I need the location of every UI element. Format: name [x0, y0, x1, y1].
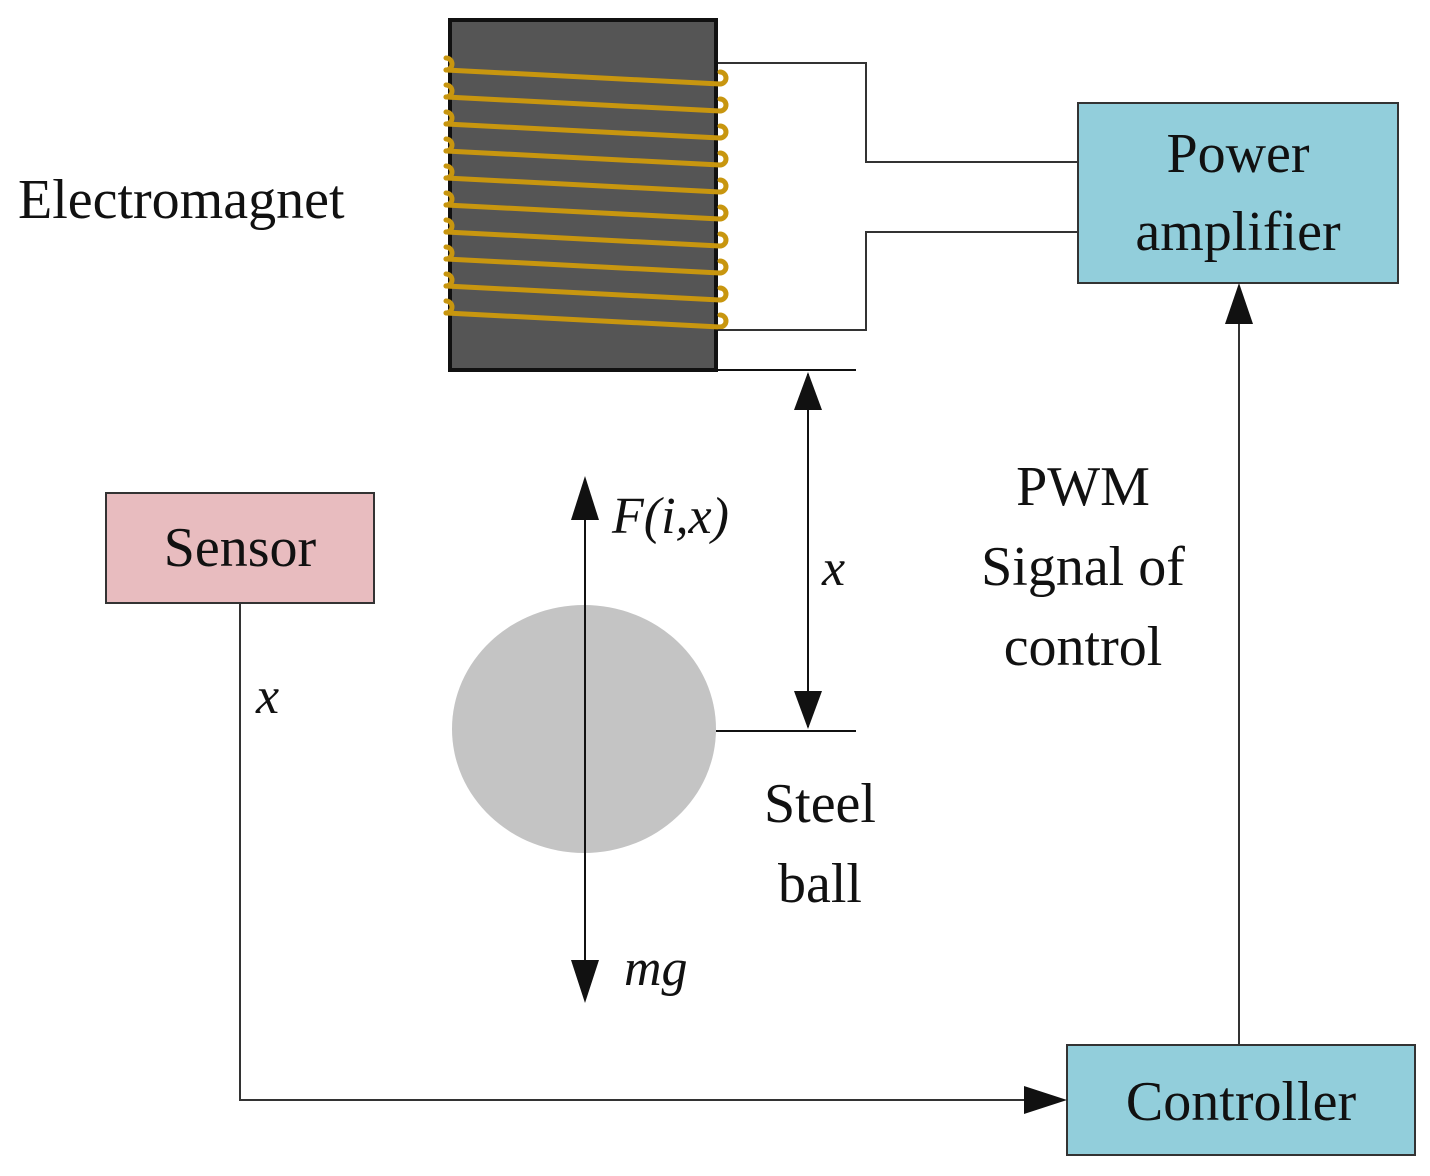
coil-loop-left [443, 163, 455, 181]
coil-loop-left [443, 190, 455, 208]
coil-loop-left [443, 82, 455, 100]
sensor-label: Sensor [164, 517, 317, 579]
coil-loop-left [443, 217, 455, 235]
electromagnet-coil [443, 55, 729, 330]
electromagnet-label: Electromagnet [18, 169, 345, 231]
sensor-to-controller-arrow [239, 603, 1067, 1114]
coil-turn [443, 202, 723, 222]
controller-box [1066, 1044, 1416, 1156]
coil-loop-left [443, 55, 455, 73]
controller-to-amplifier-arrow [1225, 283, 1253, 1045]
force-label: F(i,x) [611, 488, 729, 545]
coil-loop-left [443, 244, 455, 262]
power-amplifier-label-line2: amplifier [1135, 201, 1341, 263]
coil-turn [443, 121, 723, 141]
coil-loop-right [717, 285, 729, 303]
coil-wire-bottom [718, 231, 1078, 331]
gap-label: x [821, 540, 845, 597]
coil-turn [443, 310, 723, 330]
steel-ball-label-line1: Steel [764, 773, 876, 835]
weight-label: mg [624, 940, 688, 997]
coil-loop-right [717, 312, 729, 330]
coil-turn [443, 283, 723, 303]
coil-loop-right [717, 204, 729, 222]
coil-loop-right [717, 123, 729, 141]
coil-loop-left [443, 298, 455, 316]
coil-loop-left [443, 109, 455, 127]
coil-turn [443, 67, 723, 87]
coil-turn [443, 229, 723, 249]
coil-loop-right [717, 150, 729, 168]
controller-label: Controller [1126, 1071, 1357, 1133]
coil-loop-right [717, 96, 729, 114]
force-weight-arrow [571, 476, 599, 1003]
coil-wire-top [718, 62, 1078, 163]
coil-loop-right [717, 69, 729, 87]
pwm-label-line1: PWM [1016, 456, 1150, 518]
coil-turn [443, 175, 723, 195]
coil-wires [718, 62, 1078, 331]
coil-loop-right [717, 177, 729, 195]
pwm-label-line2: Signal of [981, 536, 1185, 598]
steel-ball-label-line2: ball [778, 853, 862, 915]
coil-turn [443, 148, 723, 168]
coil-turn [443, 256, 723, 276]
gap-arrow [794, 372, 822, 729]
coil-loop-left [443, 271, 455, 289]
coil-loop-left [443, 136, 455, 154]
coil-turn [443, 94, 723, 114]
power-amplifier-label-line1: Power [1166, 123, 1309, 185]
coil-loop-right [717, 231, 729, 249]
sensor-output-label: x [255, 668, 279, 725]
coil-loop-right [717, 258, 729, 276]
pwm-label-line3: control [1004, 616, 1163, 678]
power-amplifier-box [1077, 102, 1399, 284]
